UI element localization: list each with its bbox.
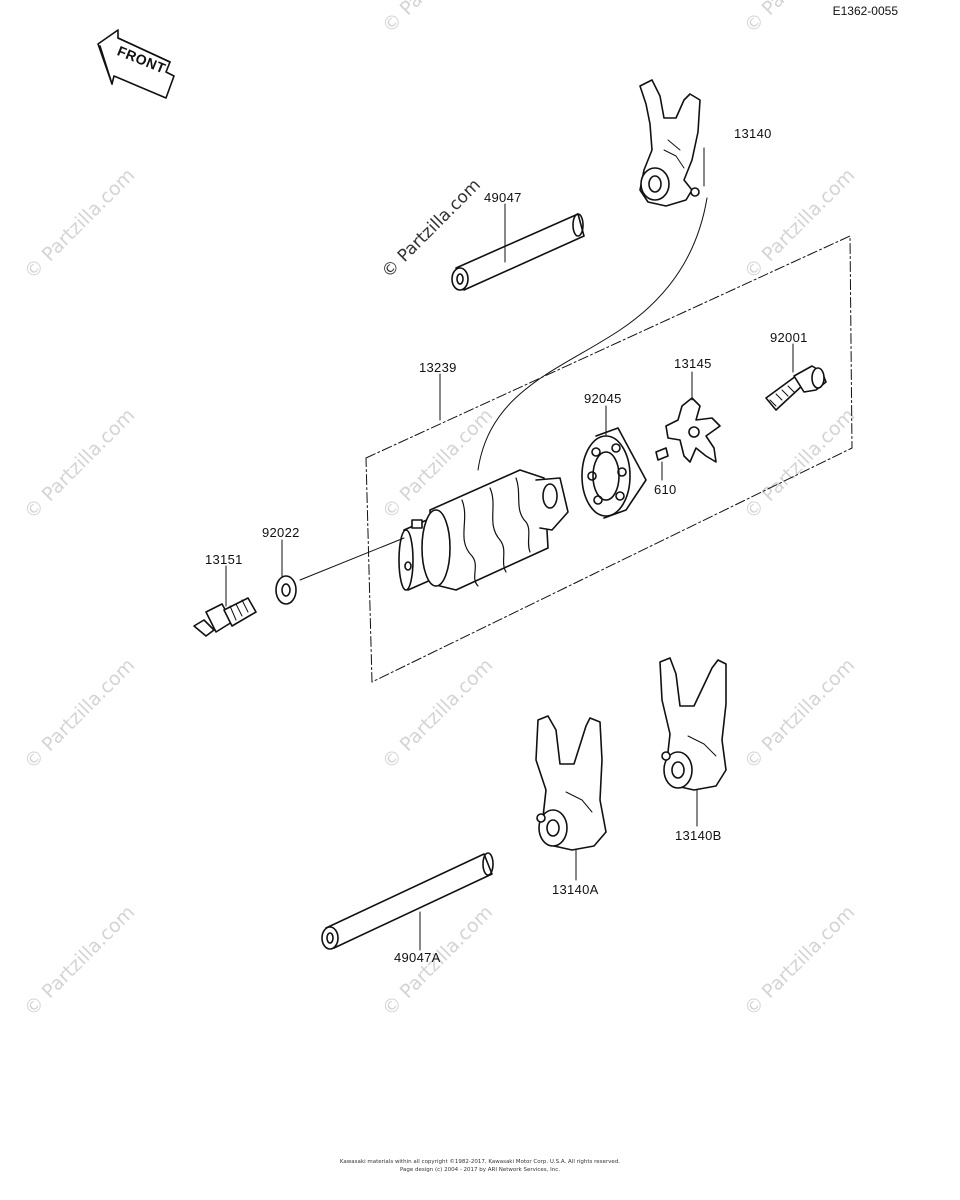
operating-plate-13145 bbox=[665, 397, 721, 463]
callout-49047a[interactable]: 49047A bbox=[394, 950, 441, 965]
callout-92001[interactable]: 92001 bbox=[770, 330, 808, 345]
callout-13145[interactable]: 13145 bbox=[674, 356, 712, 371]
callout-13151[interactable]: 13151 bbox=[205, 552, 243, 567]
washer-92022 bbox=[275, 575, 297, 605]
callout-49047[interactable]: 49047 bbox=[484, 190, 522, 205]
diagram-id: E1362-0055 bbox=[832, 4, 898, 18]
callout-610[interactable]: 610 bbox=[654, 482, 677, 497]
callout-13239[interactable]: 13239 bbox=[419, 360, 457, 375]
shift-fork-13140b bbox=[659, 657, 727, 791]
leader-lines bbox=[225, 147, 794, 951]
callout-92022[interactable]: 92022 bbox=[262, 525, 300, 540]
front-arrow-icon: FRONT bbox=[97, 29, 175, 99]
shift-drum-13239 bbox=[398, 469, 569, 591]
pin-610 bbox=[655, 447, 669, 461]
callout-92045[interactable]: 92045 bbox=[584, 391, 622, 406]
page-design-line: Page design (c) 2004 - 2017 by ARI Netwo… bbox=[399, 1167, 561, 1173]
assembly-outline bbox=[365, 235, 853, 683]
fork-pin-path-line bbox=[477, 197, 708, 471]
copyright-line: Kawasaki materials within all copyright … bbox=[339, 1159, 621, 1165]
shift-rod-49047 bbox=[451, 213, 585, 291]
neutral-switch-13151 bbox=[193, 597, 257, 637]
shift-fork-13140 bbox=[639, 79, 701, 207]
callout-13140a[interactable]: 13140A bbox=[552, 882, 599, 897]
callout-13140[interactable]: 13140 bbox=[734, 126, 772, 141]
shift-fork-13140a bbox=[535, 715, 607, 851]
bearing-92045 bbox=[581, 427, 647, 519]
callout-13140b[interactable]: 13140B bbox=[675, 828, 722, 843]
shift-rod-49047a bbox=[321, 852, 494, 950]
bolt-92001 bbox=[765, 365, 827, 411]
assembly-axis-line bbox=[299, 537, 405, 581]
